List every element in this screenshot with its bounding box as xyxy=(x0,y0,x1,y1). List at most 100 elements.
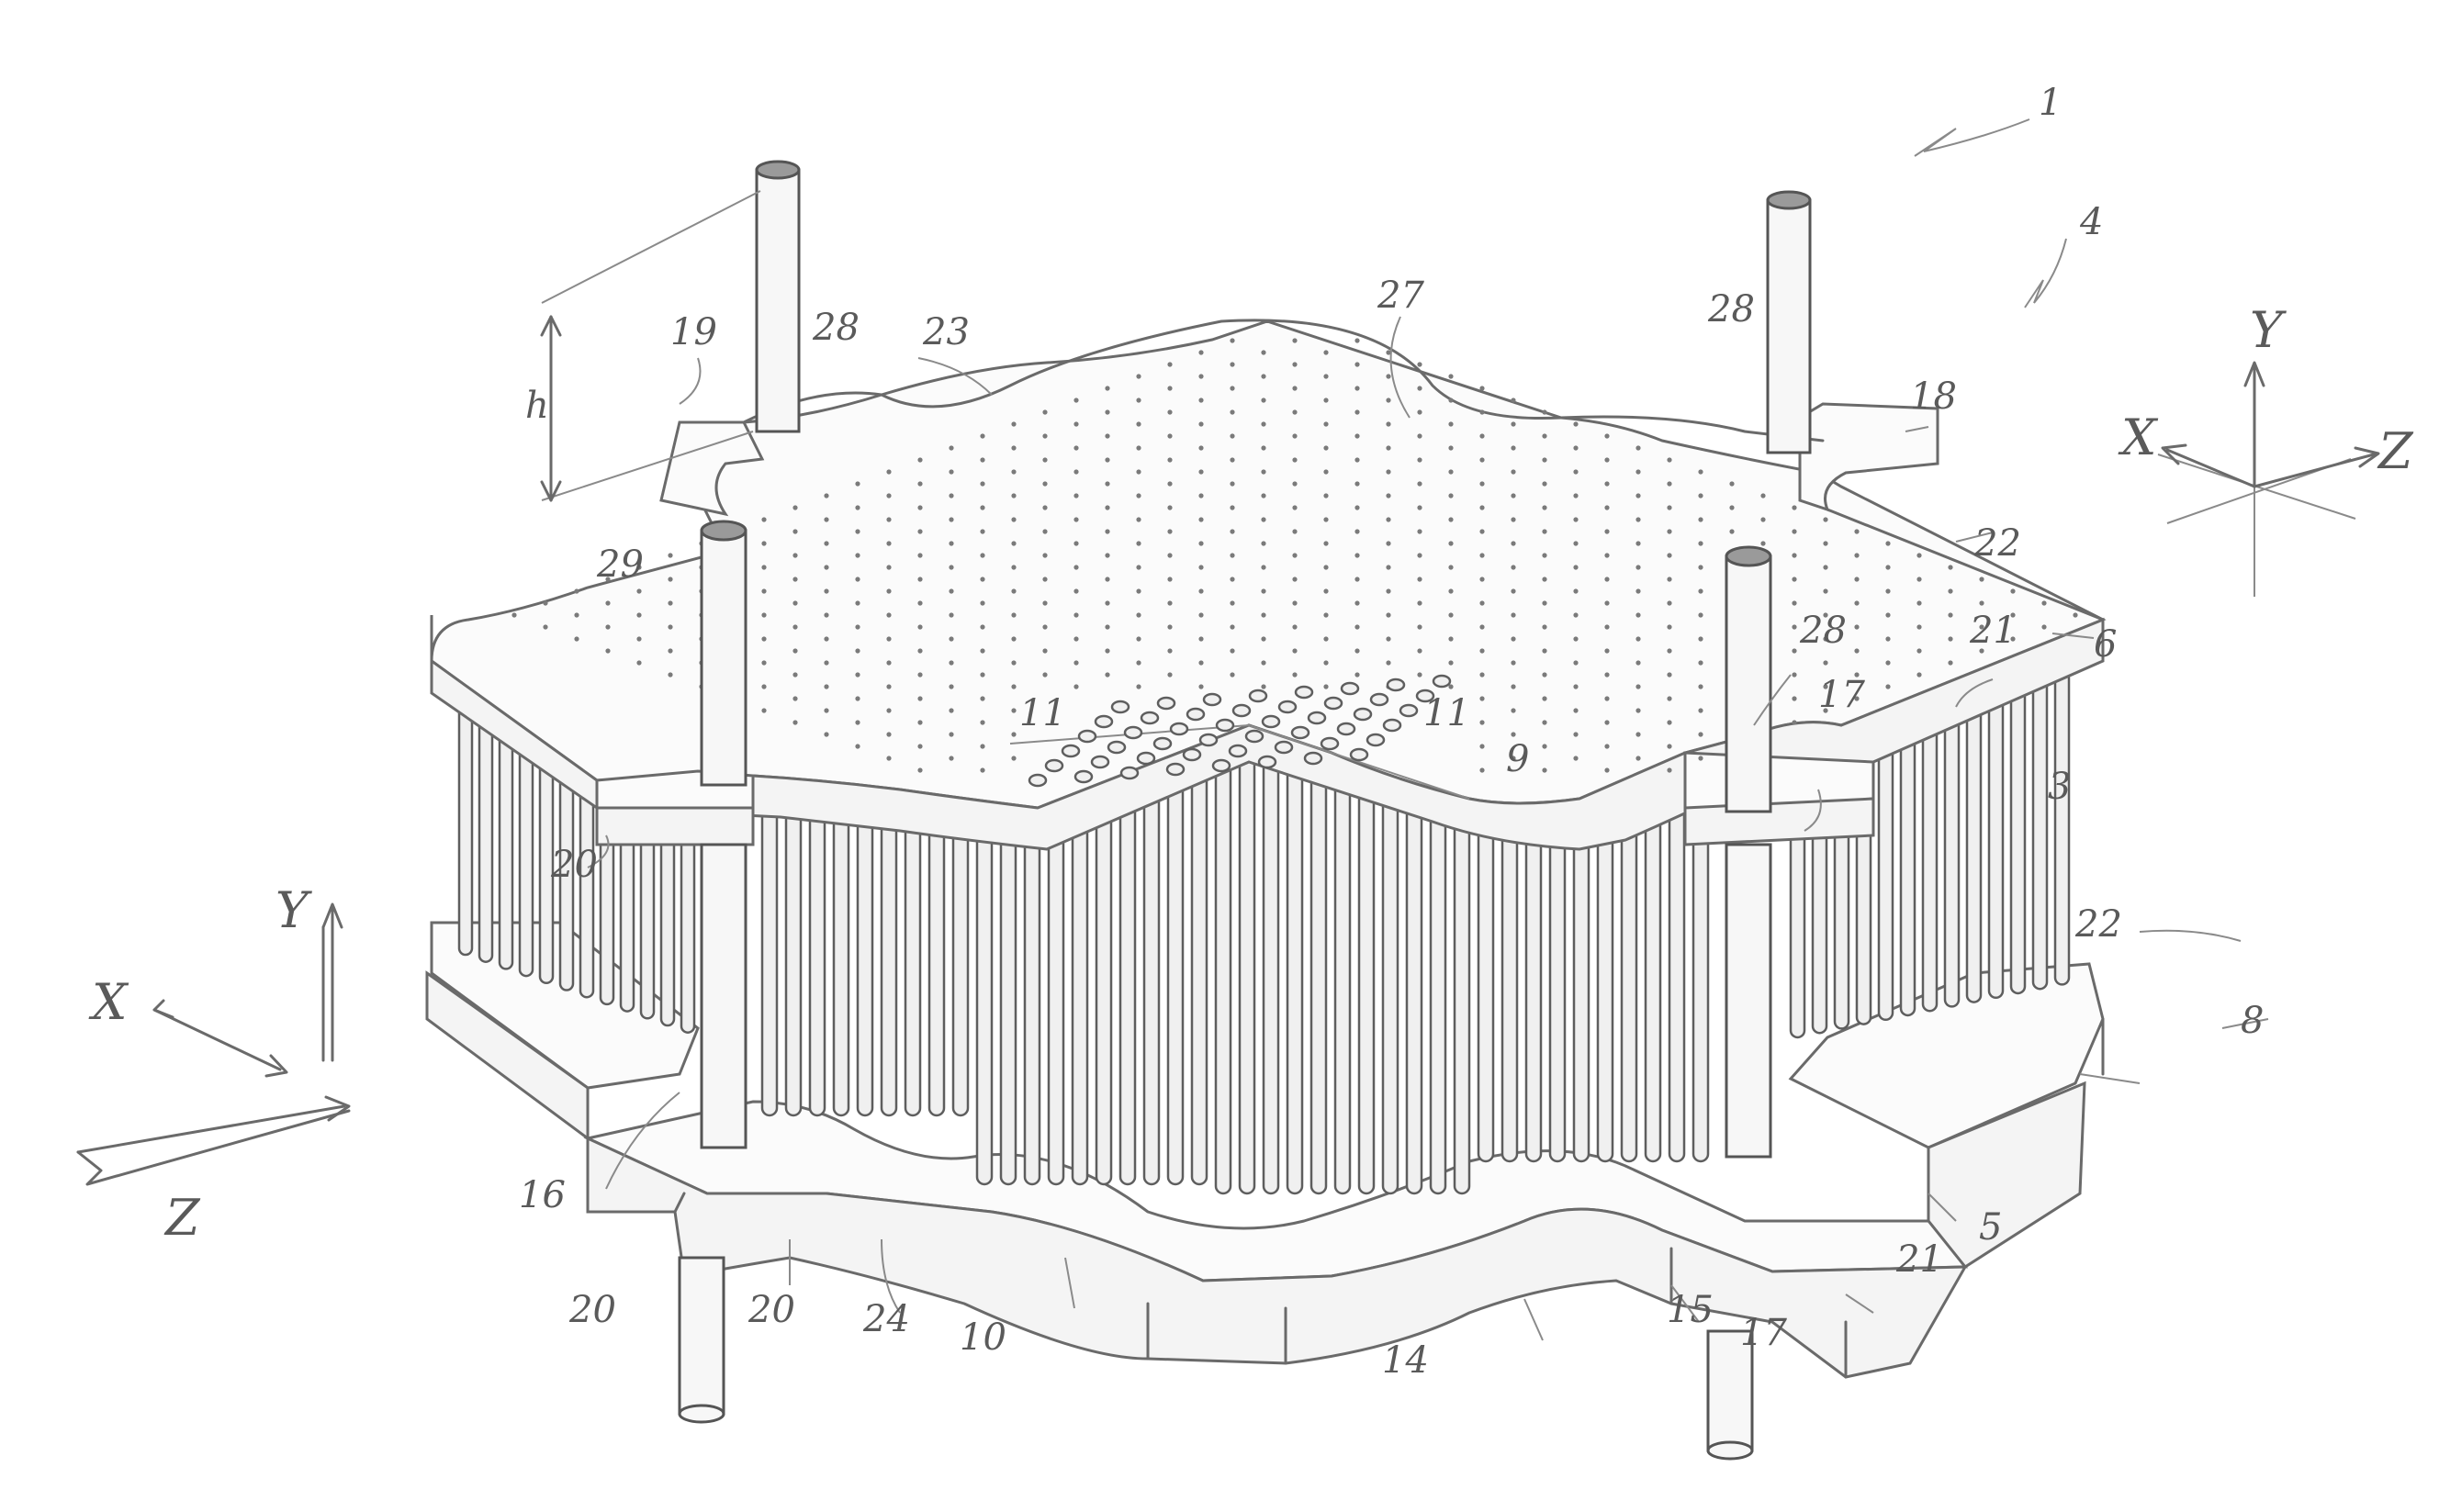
tube-hole xyxy=(1261,660,1265,665)
tube-hole xyxy=(761,708,766,712)
tube-hole xyxy=(1479,648,1484,653)
tube-hole xyxy=(1854,600,1859,605)
tube xyxy=(1311,742,1326,1193)
tube-hole xyxy=(1198,374,1203,378)
tube-hole xyxy=(949,541,953,545)
tube-end xyxy=(1200,734,1217,745)
tube-hole xyxy=(1479,386,1484,390)
tube-hole xyxy=(949,588,953,593)
tube-hole xyxy=(1292,553,1297,557)
tube-hole xyxy=(1198,588,1203,593)
tube-hole xyxy=(980,529,984,533)
label-6: 6 xyxy=(2094,623,2117,666)
tube-hole xyxy=(1916,600,1921,605)
tube-hole xyxy=(1230,362,1234,366)
tube-hole xyxy=(1448,541,1453,545)
tube-end xyxy=(1141,712,1158,723)
tube-end xyxy=(1263,716,1279,727)
tube-hole xyxy=(1417,457,1422,462)
tube xyxy=(1144,744,1159,1184)
tube-hole xyxy=(1011,588,1016,593)
tube-hole xyxy=(1667,553,1671,557)
tube-hole xyxy=(1323,421,1328,426)
tube-hole xyxy=(855,577,860,581)
tube-hole xyxy=(1230,505,1234,510)
tube-hole xyxy=(980,672,984,677)
tube-hole xyxy=(824,612,828,617)
tube-end xyxy=(1342,683,1358,694)
tube-hole xyxy=(1261,493,1265,498)
tube-hole xyxy=(792,505,797,510)
tube-end xyxy=(1279,701,1296,712)
tube-hole xyxy=(1011,732,1016,736)
tube-hole xyxy=(792,577,797,581)
tube-hole xyxy=(1948,588,1952,593)
tube-hole xyxy=(636,612,641,617)
tube-hole xyxy=(1479,624,1484,629)
tube-hole xyxy=(1292,577,1297,581)
tube-hole xyxy=(543,624,547,629)
tube-hole xyxy=(1667,600,1671,605)
tube-hole xyxy=(1667,672,1671,677)
tube-hole xyxy=(886,588,891,593)
tube-hole xyxy=(980,648,984,653)
tube-hole xyxy=(855,744,860,748)
tube-hole xyxy=(1792,505,1796,510)
tube-hole xyxy=(886,708,891,712)
tube-hole xyxy=(1292,433,1297,438)
tube-hole xyxy=(1167,648,1172,653)
tube-hole xyxy=(1635,732,1640,736)
tube-hole xyxy=(1948,612,1952,617)
label-h: h xyxy=(525,385,549,427)
tube-end xyxy=(1138,753,1154,764)
tube-hole xyxy=(1292,481,1297,486)
tube-hole xyxy=(1511,493,1515,498)
tube-hole xyxy=(1011,541,1016,545)
tube-hole xyxy=(886,612,891,617)
tube-hole xyxy=(1105,433,1109,438)
tube-hole xyxy=(1261,612,1265,617)
tube-hole xyxy=(1479,696,1484,700)
tube-hole xyxy=(1698,684,1703,689)
label-4: 4 xyxy=(2079,201,2103,243)
tube-hole xyxy=(1667,767,1671,772)
tube xyxy=(786,787,801,1115)
label-17-top: 17 xyxy=(1818,674,1865,716)
tube-end xyxy=(1125,727,1141,738)
label-1: 1 xyxy=(2039,82,2062,124)
tube-hole xyxy=(1323,350,1328,354)
tube-end xyxy=(1325,698,1342,709)
tube-hole xyxy=(917,481,922,486)
tube-hole xyxy=(1511,517,1515,521)
tube-hole xyxy=(1198,660,1203,665)
tube-hole xyxy=(1542,600,1546,605)
tube-hole xyxy=(980,696,984,700)
tube-hole xyxy=(1261,565,1265,569)
tube-hole xyxy=(1386,541,1390,545)
tie-rod-back-right xyxy=(1768,192,1810,453)
tube-hole xyxy=(1292,600,1297,605)
axis-right-x: X xyxy=(2118,409,2159,466)
tube-hole xyxy=(1167,600,1172,605)
tube-hole xyxy=(1136,612,1141,617)
tube-hole xyxy=(1885,541,1890,545)
tube-hole xyxy=(761,612,766,617)
tube-hole xyxy=(1073,588,1078,593)
tube-hole xyxy=(1417,386,1422,390)
tube-hole xyxy=(1042,600,1047,605)
tube-hole xyxy=(1542,672,1546,677)
tube-hole xyxy=(1042,672,1047,677)
tube-hole xyxy=(1885,588,1890,593)
tube-hole xyxy=(1448,660,1453,665)
tube-hole xyxy=(886,493,891,498)
tube-hole xyxy=(1417,362,1422,366)
tube-hole xyxy=(1198,350,1203,354)
tube-end xyxy=(1233,705,1250,716)
tube-hole xyxy=(1354,433,1359,438)
tube-hole xyxy=(1417,624,1422,629)
tube-hole xyxy=(1542,409,1546,414)
tube-hole xyxy=(1667,696,1671,700)
tube-hole xyxy=(543,600,547,605)
tube-hole xyxy=(855,505,860,510)
tube-hole xyxy=(1042,433,1047,438)
